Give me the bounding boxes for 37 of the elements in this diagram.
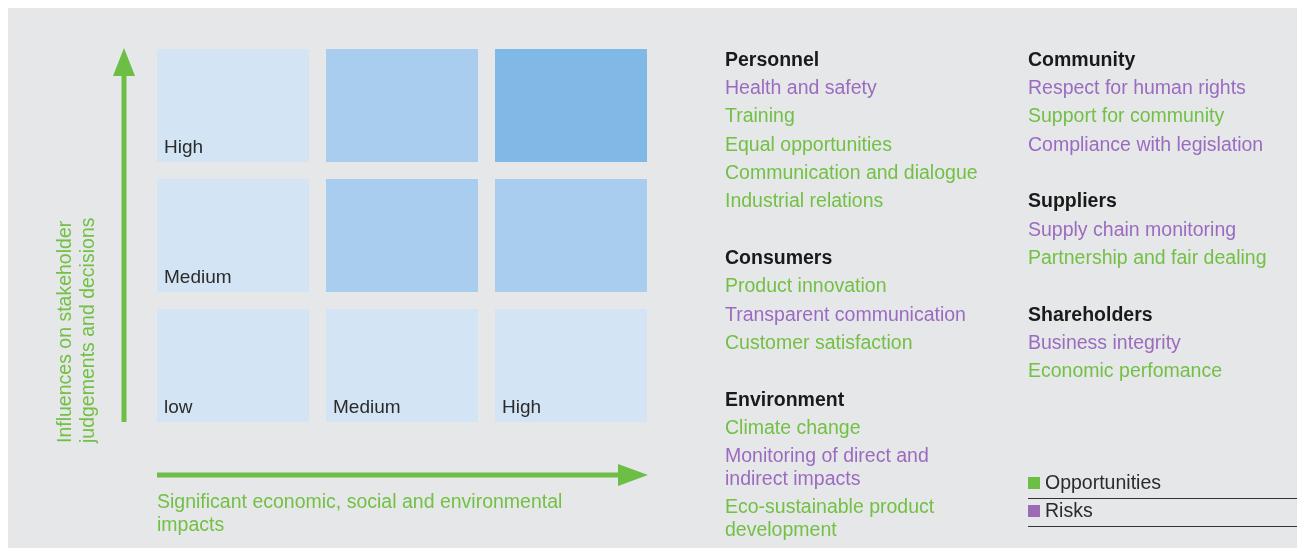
legend-label: Opportunities: [1045, 471, 1161, 493]
group-heading: Personnel: [725, 48, 820, 71]
topic-item: Climate change: [725, 416, 861, 439]
topic-item: Monitoring of direct and indirect impacts: [725, 444, 930, 490]
topic-item: Customer satisfaction: [725, 331, 913, 354]
topic-item: Communication and dialogue: [725, 161, 978, 184]
topic-item: Supply chain monitoring: [1028, 218, 1237, 241]
level-label: Medium: [333, 396, 401, 418]
group-heading: Suppliers: [1028, 189, 1117, 212]
matrix-cell: [495, 179, 647, 292]
level-label: low: [164, 396, 193, 418]
level-label: High: [164, 136, 204, 158]
group-heading: Shareholders: [1028, 303, 1153, 326]
matrix-cell: [495, 49, 647, 162]
level-label: High: [502, 396, 542, 418]
topic-item: Equal opportunities: [725, 133, 892, 156]
axis-label: Significant economic, social and environmental impacts: [157, 490, 564, 536]
topic-item: Support for community: [1028, 104, 1225, 127]
topic-item: Business integrity: [1028, 331, 1181, 354]
legend-label: Risks: [1045, 499, 1093, 521]
matrix-cell: [326, 179, 478, 292]
matrix-cell: [326, 49, 478, 162]
group-heading: Community: [1028, 48, 1136, 71]
topic-item: Economic perfomance: [1028, 359, 1222, 382]
topic-item: Industrial relations: [725, 189, 884, 212]
group-heading: Consumers: [725, 246, 833, 269]
topic-item: Eco-sustainable product development: [725, 495, 936, 541]
topic-item: Product innovation: [725, 274, 887, 297]
topic-item: Partnership and fair dealing: [1028, 246, 1267, 269]
topic-item: Health and safety: [725, 76, 877, 99]
topic-item: Compliance with legislation: [1028, 133, 1264, 156]
axis-label: Influences on stakeholder judgements and decisions: [53, 216, 99, 443]
topic-item: Transparent communication: [725, 303, 966, 326]
level-label: Medium: [164, 266, 232, 288]
topic-item: Training: [725, 104, 795, 127]
group-heading: Environment: [725, 388, 845, 411]
topic-item: Respect for human rights: [1028, 76, 1246, 99]
